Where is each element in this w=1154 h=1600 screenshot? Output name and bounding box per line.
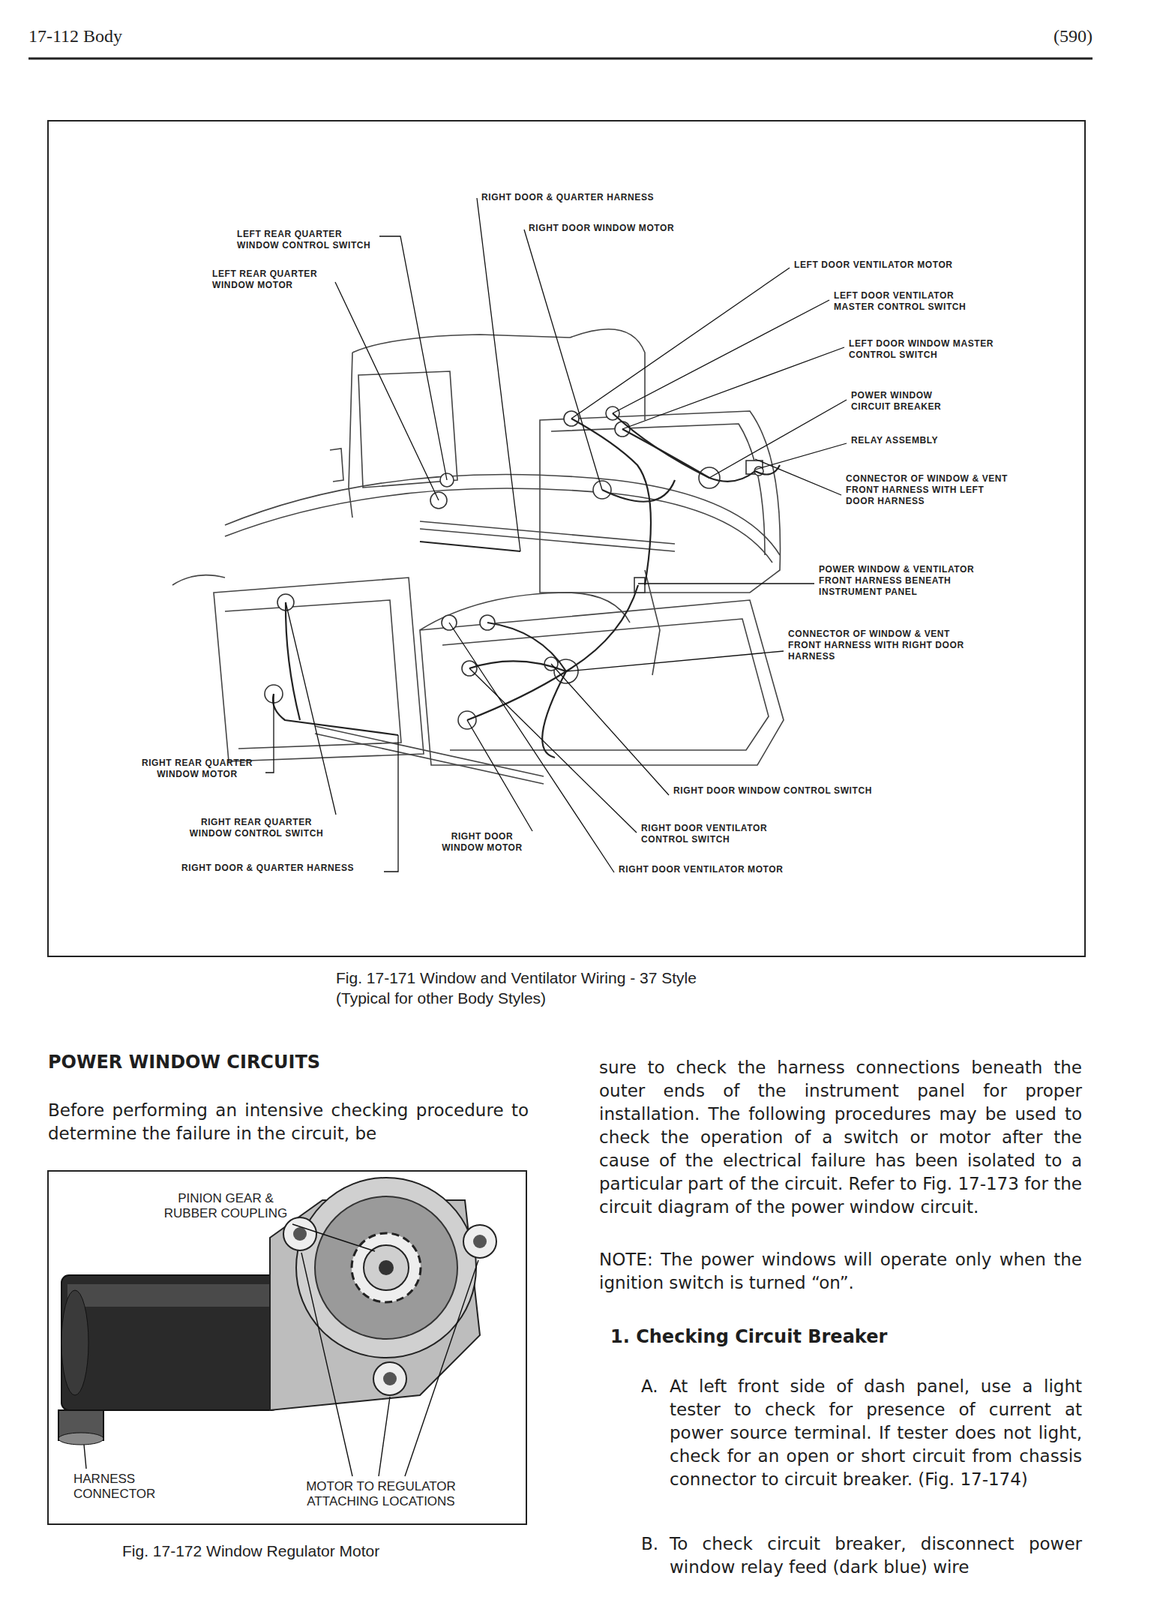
- leader-lines: [265, 197, 847, 873]
- callout-label: RIGHT REAR QUARTER WINDOW CONTROL SWITCH: [181, 816, 332, 840]
- callout-label: POWER WINDOW & VENTILATOR FRONT HARNESS …: [818, 563, 1003, 598]
- figure-frame: [47, 1170, 527, 1524]
- step-letter: A.: [641, 1374, 659, 1398]
- figure-caption: Fig. 17-171 Window and Ventilator Wiring…: [335, 967, 741, 1009]
- component-symbols: [264, 406, 764, 729]
- body-paragraph: Before performing an intensive checking …: [47, 1098, 529, 1146]
- callout-label: RIGHT DOOR & QUARTER HARNESS: [181, 862, 354, 874]
- callout-label: RIGHT DOOR WINDOW CONTROL SWITCH: [673, 785, 873, 797]
- car-body-illustration: [172, 329, 784, 784]
- callout-label: LEFT DOOR WINDOW MASTER CONTROL SWITCH: [848, 338, 1003, 361]
- callout-label: POWER WINDOW CIRCUIT BREAKER: [851, 389, 968, 413]
- wiring-harness: [272, 413, 780, 758]
- callout-label: CONNECTOR OF WINDOW & VENT FRONT HARNESS…: [845, 473, 1015, 507]
- callout-label: CONNECTOR OF WINDOW & VENT FRONT HARNESS…: [788, 628, 976, 663]
- callout-label: LEFT REAR QUARTER WINDOW CONTROL SWITCH: [236, 228, 376, 252]
- step-text: At left front side of dash panel, use a …: [669, 1374, 1083, 1491]
- note-paragraph: NOTE: The power windows will operate onl…: [599, 1247, 1083, 1295]
- page-header: 17-112 Body: [28, 25, 123, 48]
- body-paragraph: sure to check the harness connections be…: [599, 1055, 1083, 1219]
- callout-label: LEFT REAR QUARTER WINDOW MOTOR: [212, 268, 333, 291]
- section-heading: POWER WINDOW CIRCUITS: [47, 1051, 321, 1074]
- page-number: (590): [1019, 25, 1093, 48]
- figure-caption: Fig. 17-172 Window Regulator Motor: [122, 1540, 380, 1560]
- header-rule: [28, 57, 1093, 60]
- callout-label: RELAY ASSEMBLY: [851, 434, 939, 447]
- callout-label: RIGHT DOOR VENTILATOR MOTOR: [618, 863, 784, 876]
- step-letter: B.: [641, 1531, 659, 1556]
- callout-label: RIGHT REAR QUARTER WINDOW MOTOR: [130, 757, 264, 780]
- callout-label: RIGHT DOOR WINDOW MOTOR: [434, 830, 530, 854]
- callout-label: PINION GEAR & RUBBER COUPLING: [158, 1190, 293, 1222]
- figure-frame: [47, 120, 1086, 957]
- step-heading: 1. Checking Circuit Breaker: [610, 1325, 888, 1348]
- callout-label: RIGHT DOOR & QUARTER HARNESS: [481, 191, 654, 204]
- callout-label: LEFT DOOR VENTILATOR MASTER CONTROL SWIT…: [833, 290, 988, 313]
- leader-lines: [83, 1223, 479, 1476]
- regulator-motor-illustration: [58, 1177, 497, 1445]
- callout-label: RIGHT DOOR WINDOW MOTOR: [528, 222, 675, 234]
- callout-label: LEFT DOOR VENTILATOR MOTOR: [794, 259, 954, 271]
- callout-label: HARNESS CONNECTOR: [73, 1471, 171, 1502]
- callout-label: RIGHT DOOR VENTILATOR CONTROL SWITCH: [641, 822, 795, 846]
- step-text: To check circuit breaker, disconnect pow…: [669, 1531, 1083, 1579]
- callout-label: MOTOR TO REGULATOR ATTACHING LOCATIONS: [290, 1478, 471, 1510]
